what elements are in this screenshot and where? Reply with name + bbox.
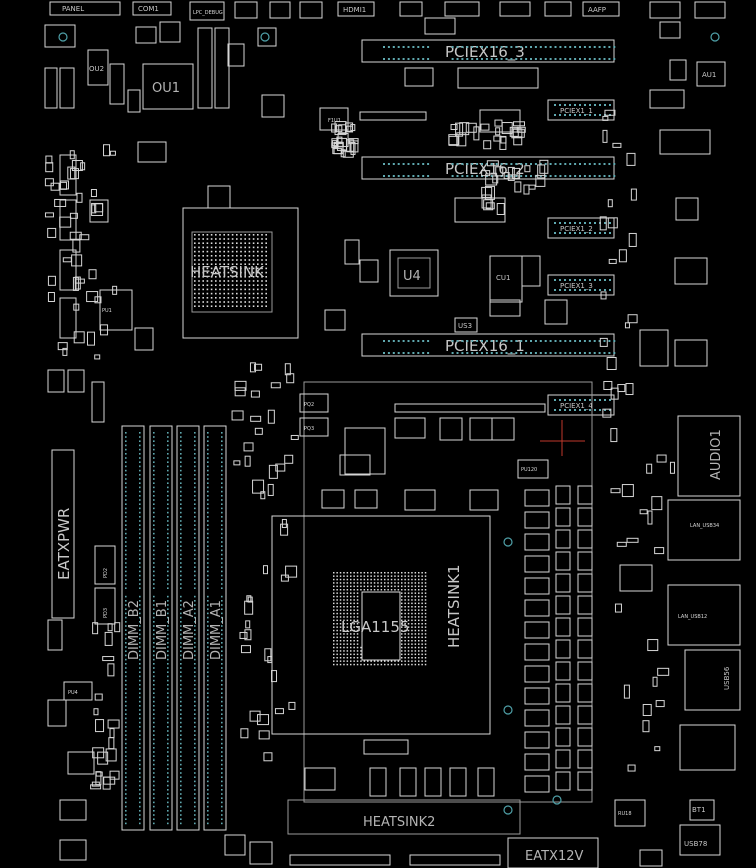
pd2-label: PD2 (103, 568, 109, 578)
pcie1-3-label: PCIEX1_3 (560, 282, 593, 290)
rear-io: AUDIO1 LAN_USB34 LAN_USB12 USB56 BT1 USB… (614, 415, 741, 867)
pu120-label: PU120 (521, 467, 537, 473)
bottom-components: HEATSINK2 EATX12V (224, 767, 599, 868)
pd3-label: PD3 (103, 608, 109, 618)
top-connectors: PANEL COM1 LPC_DEBUG HDMI1 AAFP (49, 1, 726, 21)
small-passives (44, 109, 675, 790)
pcie-pin-rows (383, 46, 616, 411)
dimm-b2-label: DIMM_B2 (127, 600, 142, 660)
center-chips: U4 CU1 US3 (324, 239, 708, 367)
pu4-label: PU4 (68, 690, 78, 696)
ru18-label: RU18 (618, 811, 632, 817)
pcie16-3-label: PCIEX16_3 (445, 43, 525, 62)
dimm-b1-label: DIMM_B1 (155, 600, 170, 660)
usb56-label: USB56 (723, 666, 731, 690)
pcie1-2-label: PCIEX1_2 (560, 225, 593, 233)
pcie16-1-label: PCIEX16_1 (445, 337, 525, 356)
usb78-label: USB78 (684, 840, 707, 848)
eatxpwr-label: EATXPWR (55, 508, 73, 580)
panel-label: PANEL (62, 5, 84, 13)
lan-usb12-label: LAN_USB12 (678, 614, 707, 620)
audio-label: AUDIO1 (709, 429, 724, 480)
pch-bga-grid (194, 234, 267, 307)
ou1-label: OU1 (152, 81, 180, 96)
u4-label: U4 (403, 269, 421, 284)
ou2-label: OU2 (89, 65, 104, 73)
pq2-label: PQ2 (304, 402, 314, 408)
f1u1-label: F1U1 (328, 118, 341, 124)
au1-label: AU1 (702, 71, 716, 79)
aafp-label: AAFP (588, 6, 606, 14)
cpu-socket-area: LGA1155 HEATSINK1 PQ2 PQ3 PU120 (271, 381, 593, 803)
vrm-phases (503, 485, 593, 815)
bt-label: BT1 (692, 806, 706, 814)
pu1-small-label: PU1 (102, 308, 112, 314)
dimm-a1-label: DIMM_A1 (209, 600, 224, 660)
eatxpwr-connector: EATXPWR PD2 PD3 PU4 (47, 369, 116, 861)
dimm-a2-label: DIMM_A2 (182, 600, 197, 660)
heatsink2-label: HEATSINK2 (363, 815, 435, 830)
hdmi-label: HDMI1 (343, 6, 366, 14)
eatx12v-label: EATX12V (525, 849, 583, 864)
upper-left-components: OU2 OU1 (44, 21, 720, 118)
pch-heatsink-area: HEATSINK PU1 (59, 141, 299, 351)
lpc-label: LPC_DEBUG (193, 10, 223, 16)
dimm-slots: DIMM_B2 DIMM_B1 DIMM_A2 DIMM_A1 (121, 425, 227, 831)
pcie16-2-label: PCIEX16_2 (445, 160, 525, 179)
pcie1-1-label: PCIEX1_1 (560, 107, 593, 115)
cu1-label: CU1 (496, 274, 510, 282)
pch-heatsink-label: HEATSINK (190, 263, 265, 281)
lga-pin-grid (333, 572, 427, 666)
pq3-label: PQ3 (304, 426, 314, 432)
dimm-pin-rows (125, 432, 223, 825)
com-label: COM1 (138, 5, 159, 13)
heatsink1-label: HEATSINK1 (445, 564, 463, 648)
us3-label: US3 (458, 322, 472, 330)
lga-socket-label: LGA1155 (341, 618, 409, 636)
pcie1-4-label: PCIEX1_4 (560, 402, 593, 410)
lan-usb34-label: LAN_USB34 (690, 523, 719, 529)
pcie-slots: PCIEX16_3 PCIEX16_2 PCIEX16_1 PCIEX1_1 P… (359, 39, 615, 416)
